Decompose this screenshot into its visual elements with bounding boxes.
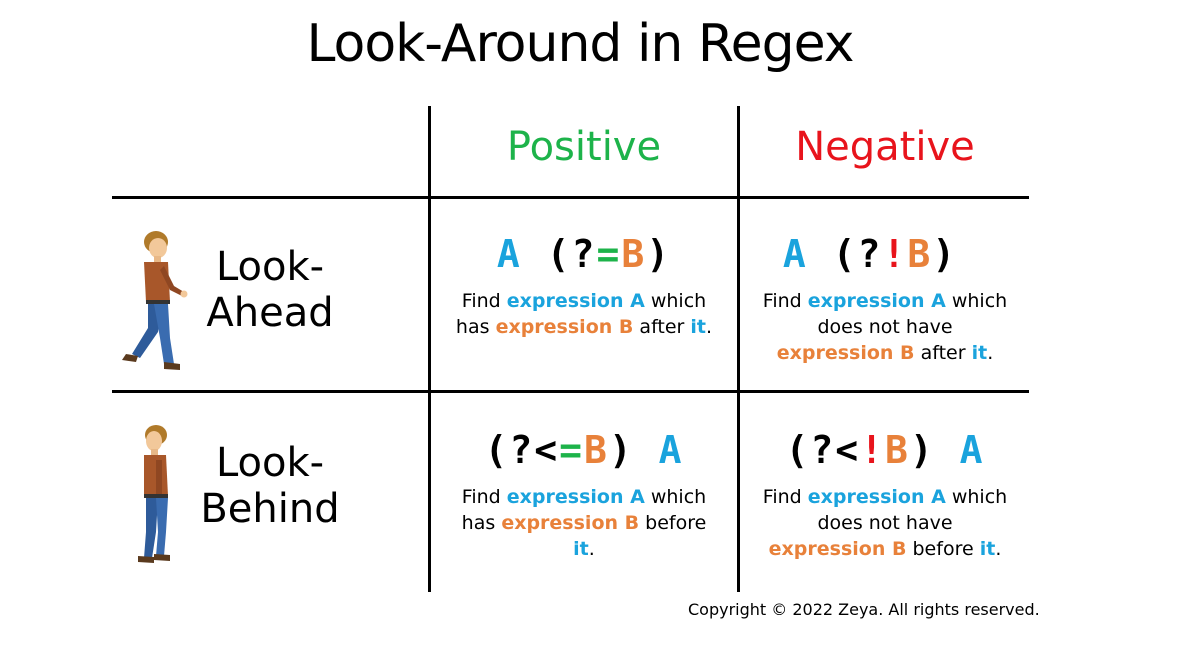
description-line: Find expression A which: [740, 288, 1030, 314]
description-positive-lookahead: Find expression A which has expression B…: [431, 288, 737, 340]
description-line: has expression B before: [431, 510, 737, 536]
word-find: Find: [762, 290, 802, 312]
column-header-negative: Negative: [795, 124, 975, 170]
description-line: does not have: [817, 512, 953, 534]
formula-token-b: B: [884, 428, 910, 472]
standing-person-icon: [138, 425, 170, 563]
formula-negative-lookbehind: (?<!B) A: [740, 428, 1030, 472]
description-positive-lookbehind: Find expression A which has expression B…: [431, 484, 737, 562]
description-line: has expression B after it.: [431, 314, 737, 340]
walking-person-icon: [122, 231, 188, 370]
row-header-lookahead-line1: Look-: [215, 244, 325, 290]
term-expression-a: expression A: [807, 486, 946, 508]
formula-token-question: ?: [857, 232, 883, 276]
term-it: it: [690, 316, 707, 338]
formula-positive-lookahead: A (?=B): [431, 232, 737, 276]
term-expression-a: expression A: [807, 290, 946, 312]
formula-token-b: B: [907, 232, 933, 276]
formula-token-close-paren: ): [909, 428, 935, 472]
word-after: after: [639, 316, 685, 338]
row-header-lookbehind-line1: Look-: [215, 440, 325, 486]
punctuation-period: .: [588, 538, 595, 560]
row-header-lookahead-line2: Ahead: [206, 290, 334, 336]
diagram-title: Look-Around in Regex: [306, 14, 854, 74]
formula-token-question-less: ?<: [509, 428, 560, 472]
formula-token-close-paren: ): [608, 428, 634, 472]
grid-vline-left: [428, 106, 431, 592]
formula-token-exclamation: !: [860, 428, 885, 472]
punctuation-period: .: [995, 538, 1002, 560]
description-line: does not have: [817, 316, 953, 338]
term-it: it: [979, 538, 996, 560]
formula-negative-lookahead: A (?!B): [740, 232, 1000, 276]
formula-token-open-paren: (: [484, 428, 510, 472]
formula-token-a: A: [658, 428, 684, 472]
row-header-lookahead: Look- Ahead: [170, 244, 370, 336]
copyright-notice: Copyright © 2022 Zeya. All rights reserv…: [688, 600, 1040, 619]
formula-token-question: ?: [571, 232, 597, 276]
column-header-positive: Positive: [506, 124, 662, 170]
word-find: Find: [461, 290, 501, 312]
word-which: which: [951, 290, 1008, 312]
word-find: Find: [461, 486, 501, 508]
grid-vline-right: [737, 106, 740, 592]
grid-hline-middle: [112, 390, 1029, 393]
term-expression-b: expression B: [768, 538, 907, 560]
formula-token-open-paren: (: [785, 428, 811, 472]
punctuation-period: .: [987, 342, 994, 364]
term-expression-a: expression A: [506, 486, 645, 508]
formula-token-equals: =: [596, 232, 622, 276]
formula-token-equals: =: [559, 428, 584, 472]
term-expression-b: expression B: [495, 316, 634, 338]
term-it: it: [573, 538, 589, 560]
formula-positive-lookbehind: (?<=B) A: [431, 428, 737, 472]
description-line: it.: [431, 536, 737, 562]
word-before: before: [645, 512, 707, 534]
description-line: Find expression A which: [431, 288, 737, 314]
formula-token-b: B: [583, 428, 609, 472]
formula-token-close-paren: ): [646, 232, 672, 276]
formula-token-a: A: [782, 232, 808, 276]
description-line: Find expression A which: [740, 484, 1030, 510]
formula-token-close-paren: ): [932, 232, 958, 276]
term-it: it: [971, 342, 988, 364]
formula-token-a: A: [959, 428, 985, 472]
formula-token-exclamation: !: [882, 232, 908, 276]
grid-hline-top: [112, 196, 1029, 199]
word-before: before: [912, 538, 974, 560]
word-find: Find: [762, 486, 802, 508]
formula-token-open-paren: (: [832, 232, 858, 276]
word-which: which: [951, 486, 1008, 508]
description-negative-lookbehind: Find expression A which does not have ex…: [740, 484, 1030, 562]
description-negative-lookahead: Find expression A which does not have ex…: [740, 288, 1030, 366]
row-header-lookbehind-line2: Behind: [200, 486, 340, 532]
term-expression-a: expression A: [506, 290, 645, 312]
word-which: which: [650, 486, 707, 508]
description-line: expression B before it.: [740, 536, 1030, 562]
formula-token-b: B: [621, 232, 647, 276]
description-line: expression B after it.: [740, 340, 1030, 366]
word-after: after: [920, 342, 966, 364]
term-expression-b: expression B: [776, 342, 915, 364]
punctuation-period: .: [706, 316, 713, 338]
formula-token-question-less: ?<: [810, 428, 861, 472]
word-which: which: [650, 290, 707, 312]
word-has: has: [461, 512, 496, 534]
term-expression-b: expression B: [501, 512, 640, 534]
formula-token-a: A: [496, 232, 522, 276]
row-header-lookbehind: Look- Behind: [170, 440, 370, 532]
description-line: Find expression A which: [431, 484, 737, 510]
formula-token-open-paren: (: [546, 232, 572, 276]
word-has: has: [455, 316, 490, 338]
